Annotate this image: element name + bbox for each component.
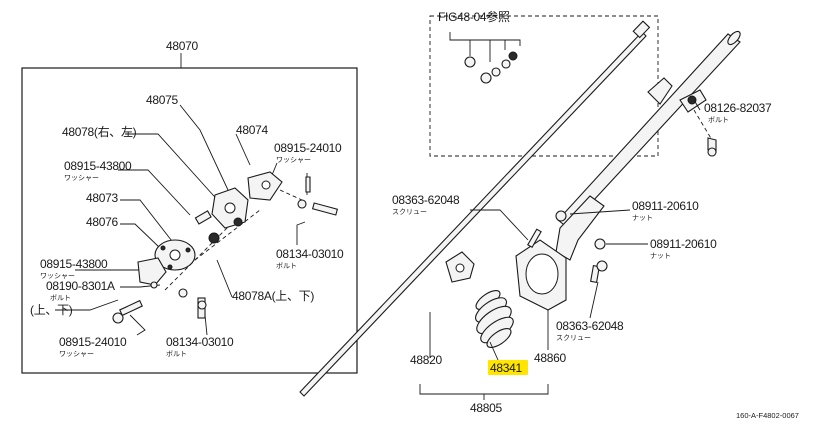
label-bolt-1: ボルト [50, 294, 71, 302]
label-08911-20610-upper: 08911-20610 [632, 199, 699, 213]
label-08915-43800-upper: 08915-43800 [64, 159, 132, 173]
label-washer-lower: ワッシャー [40, 272, 75, 280]
label-48078: 48078(右、左) [62, 124, 137, 139]
label-48078a: 48078A(上、下) [232, 289, 314, 303]
label-48073: 48073 [86, 191, 118, 205]
label-nut-1: ナット [632, 214, 653, 222]
assembly-48070-panel: 48070 [21, 39, 358, 374]
label-08915-43800-lower: 08915-43800 [40, 257, 108, 271]
label-08134-03010-bottom: 08134-03010 [166, 335, 234, 349]
label-bolt-4: ボルト [708, 116, 729, 124]
label-08134-03010-right: 08134-03010 [276, 247, 344, 261]
label-updown-left: (上、下) [30, 303, 73, 317]
steering-column [299, 20, 741, 400]
assembly-frame [21, 67, 358, 374]
drawing-code: 160-A-F4802-0067 [736, 411, 799, 420]
u-joint-48075 [211, 187, 249, 229]
label-48076: 48076 [86, 215, 118, 229]
label-washer-bottom: ワッシャー [59, 350, 94, 358]
label-08126-82037: 08126-82037 [704, 101, 772, 115]
label-48341: 48341 [490, 361, 522, 375]
fig-reference-label: FIG48-04参照 [438, 9, 510, 24]
label-08915-24010-bottom: 08915-24010 [59, 335, 127, 349]
label-08363-62048-right: 08363-62048 [556, 319, 624, 333]
label-48860: 48860 [534, 351, 566, 365]
label-bolt-2: ボルト [166, 350, 187, 358]
label-washer-upper: ワッシャー [64, 174, 99, 182]
label-screw-1: スクリュー [392, 208, 427, 216]
boot-48341 [475, 290, 514, 348]
label-washer-top: ワッシャー [276, 156, 311, 164]
flange-48076 [137, 257, 167, 286]
label-08363-62048-left: 08363-62048 [392, 193, 460, 207]
highlight-48341 [488, 360, 528, 375]
yoke-48073 [154, 239, 196, 271]
label-08915-24010-top: 08915-24010 [274, 141, 342, 155]
label-bolt-3: ボルト [276, 262, 297, 270]
yoke-48074 [247, 171, 283, 201]
label-48075: 48075 [146, 93, 178, 107]
label-48805: 48805 [470, 401, 502, 415]
label-08911-20610-lower: 08911-20610 [650, 237, 717, 251]
label-08190-8301a: 08190-8301A [46, 279, 115, 293]
fig-reference-box: FIG48-04参照 [429, 9, 659, 157]
label-48820: 48820 [410, 353, 442, 367]
assembly-number: 48070 [166, 39, 198, 53]
bolts-left [112, 176, 339, 324]
label-nut-2: ナット [650, 252, 671, 260]
label-48074: 48074 [236, 123, 268, 137]
label-screw-2: スクリュー [556, 334, 591, 342]
